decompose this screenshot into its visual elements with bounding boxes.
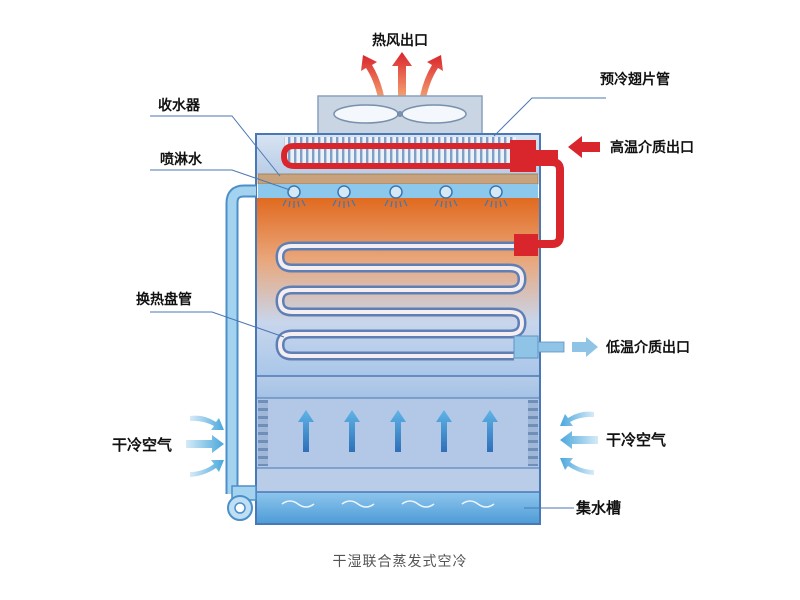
arrow-up-icon — [436, 410, 452, 452]
nozzle-icon — [484, 185, 508, 208]
arrow-left-icon — [560, 411, 594, 426]
circulation-pipe — [225, 184, 257, 521]
basin — [256, 492, 540, 524]
arrow-up-icon — [344, 410, 360, 452]
air-inlet-left — [186, 415, 224, 477]
spray-water-label: 喷淋水 — [160, 151, 203, 168]
arrow-right-icon — [572, 337, 598, 357]
arrow-left-icon — [560, 431, 598, 449]
pump-icon — [227, 495, 253, 521]
fan-icon — [333, 104, 467, 124]
louver-left — [258, 400, 268, 466]
air-inlet-right — [560, 411, 598, 475]
leader-lines — [150, 97, 606, 509]
nozzle-icon — [282, 185, 306, 208]
water-collector — [257, 173, 539, 185]
hot-air-arrows — [361, 52, 443, 98]
wave-icon — [341, 500, 375, 508]
cold-header — [513, 335, 539, 359]
heat-exchange-coil-label: 换热盘管 — [136, 291, 192, 308]
wave-icon — [461, 500, 495, 508]
precooling-fin-tube-label: 预冷翅片管 — [600, 71, 670, 88]
arrow-left-icon — [560, 458, 594, 475]
arrow-right-icon — [190, 460, 224, 477]
heat-exchange-coil — [275, 234, 539, 361]
wave-icon — [281, 500, 315, 508]
nozzle-icon — [434, 185, 458, 208]
air-up-arrows — [298, 410, 498, 452]
cold-outlet-pipe — [537, 341, 565, 353]
wave-icon — [401, 500, 435, 508]
arrow-up-icon — [390, 410, 406, 452]
arrow-up-icon — [298, 410, 314, 452]
low-temp-outlet-label: 低温介质出口 — [605, 339, 690, 356]
hot-header — [514, 234, 538, 256]
water-collector-label: 收水器 — [158, 97, 201, 114]
arrow-up-icon — [420, 55, 443, 98]
arrow-up-icon — [392, 52, 412, 96]
hot-air-outlet-label: 热风出口 — [372, 32, 428, 49]
precooling-fin-tube — [280, 137, 536, 172]
dry-cold-air-left-label: 干冷空气 — [112, 436, 172, 454]
nozzle-icon — [332, 185, 356, 208]
dry-cold-air-right-label: 干冷空气 — [606, 431, 666, 449]
arrow-up-icon — [482, 410, 498, 452]
arrow-right-icon — [190, 415, 224, 430]
arrow-right-icon — [186, 435, 224, 453]
arrow-left-icon — [568, 136, 600, 158]
basin-waves — [281, 500, 495, 508]
fan-unit — [317, 95, 483, 135]
louver-right — [528, 400, 538, 466]
spray-nozzles — [282, 185, 508, 208]
sump-label: 集水槽 — [575, 499, 621, 517]
nozzle-icon — [384, 185, 408, 208]
arrow-up-icon — [361, 55, 384, 98]
high-temp-outlet-label: 高温介质出口 — [610, 139, 694, 156]
diagram-caption: 干湿联合蒸发式空冷 — [333, 554, 468, 570]
